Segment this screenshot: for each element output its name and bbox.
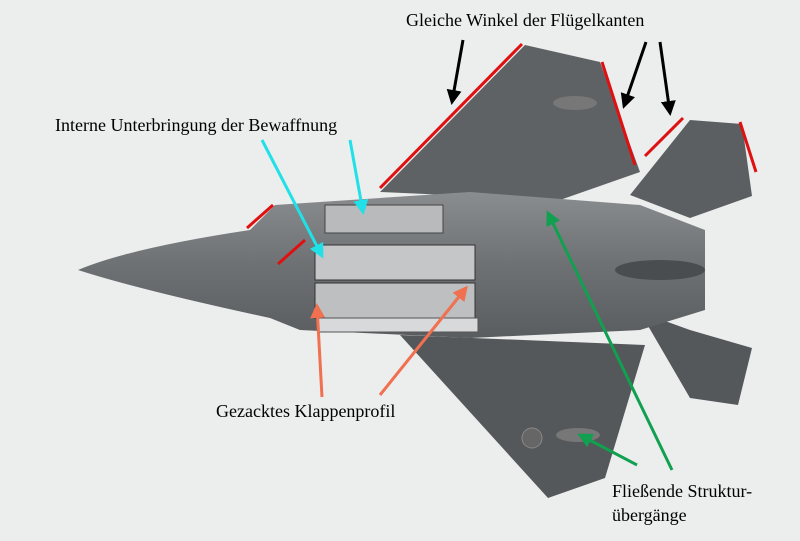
upper-tail (630, 120, 752, 218)
arrow-black (658, 41, 676, 116)
label-blending-line1: Fließende Struktur- (612, 481, 753, 501)
lower-wing (400, 335, 645, 498)
arrow-cyan (260, 139, 324, 259)
bay-door (317, 317, 479, 333)
roundel (521, 427, 543, 449)
arrow-black (446, 39, 465, 105)
label-blending-line2: übergänge (612, 505, 687, 525)
red-edge-lines (246, 42, 758, 266)
arrow-green (577, 433, 638, 467)
arrow-salmon (310, 303, 326, 398)
arrow-cyan (348, 139, 369, 215)
side-weapons-bay (324, 204, 444, 234)
engine-nozzle (615, 260, 705, 280)
edge-line (277, 238, 306, 266)
wing-pod (553, 96, 597, 110)
main-weapons-bay-upper (314, 244, 476, 281)
label-serrated-doors: Gezacktes Klappenprofil (216, 401, 396, 421)
arrows (260, 39, 676, 471)
edge-line (738, 121, 758, 173)
edge-line (600, 61, 637, 166)
label-internal-weapons: Interne Unterbringung der Bewaffnung (55, 115, 338, 135)
edge-line (378, 42, 524, 190)
arrow-green (546, 210, 674, 471)
aircraft (78, 45, 752, 498)
edge-line (643, 116, 685, 158)
edge-line (246, 203, 274, 230)
label-wing-angles: Gleiche Winkel der Flügelkanten (406, 10, 645, 30)
main-weapons-bay-lower (314, 282, 476, 319)
arrow-black (620, 41, 648, 109)
lower-tail (640, 312, 752, 405)
wing-pod (556, 428, 600, 442)
upper-wing (380, 45, 640, 200)
arrow-salmon (378, 285, 468, 396)
